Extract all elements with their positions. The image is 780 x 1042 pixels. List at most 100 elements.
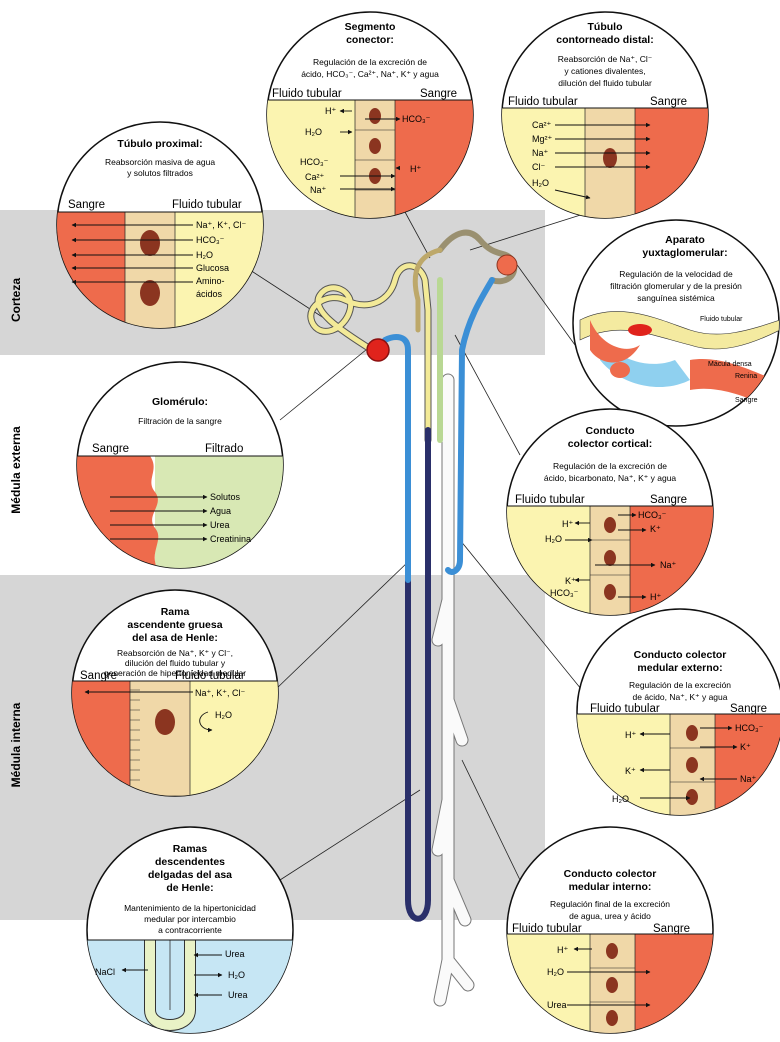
imc-desc-2: de agua, urea y ácido	[569, 911, 651, 921]
juxta-label-renin: Renina	[735, 373, 757, 380]
omc-title-1: Conducto colector	[634, 649, 727, 661]
glomerulus-label-solutes: Solutos	[210, 492, 241, 502]
juxta-label-blood: Sangre	[735, 397, 758, 404]
connector-label-h-blood: H⁺	[410, 164, 421, 174]
zone-label-inner-medulla: Médula interna	[9, 702, 23, 787]
panel-distal-convoluted: Túbulo contorneado distal: Reabsorción d…	[500, 12, 725, 223]
distal-right-header: Sangre	[650, 96, 687, 108]
omc-desc-1: Regulación de la excreción	[629, 680, 731, 690]
panel-glomerulus: Glomérulo: Filtración de la sangre Sangr…	[75, 362, 285, 571]
tal-desc-2: dilución del fluido tubular y	[125, 658, 226, 668]
tal-title-2: ascendente gruesa	[127, 619, 222, 631]
ccc-label-na-blood: Na⁺	[660, 560, 677, 570]
connector-desc-1: Regulación de la excreción de	[313, 57, 427, 67]
imc-title-1: Conducto colector	[564, 868, 657, 880]
panel-juxtaglomerular: Aparato yuxtaglomerular: Regulación de l…	[573, 220, 780, 426]
ccc-label-h: H⁺	[562, 519, 573, 529]
omc-title-2: medular externo:	[637, 662, 722, 674]
ccc-left-header: Fluido tubular	[515, 494, 585, 506]
connector-label-hco3-blood: HCO₃⁻	[402, 114, 431, 124]
distal-label-h2o: H₂O	[532, 178, 549, 188]
imc-title-2: medular interno:	[569, 881, 652, 893]
juxta-desc-1: Regulación de la velocidad de	[619, 269, 733, 279]
glomerulus-label-water: Agua	[210, 506, 231, 516]
juxta-desc-3: sanguínea sistémica	[637, 293, 715, 303]
distal-label-cl: Cl⁻	[532, 162, 545, 172]
ccc-desc-2: ácido, bicarbonato, Na⁺, K⁺ y agua	[544, 473, 677, 483]
proximal-label-acids: ácidos	[196, 289, 223, 299]
panel-connector-segment: Segmento conector: Regulación de la excr…	[265, 12, 485, 220]
tal-label-nakcl: Na⁺, K⁺, Cl⁻	[195, 688, 246, 698]
proximal-title: Túbulo proximal:	[117, 138, 202, 150]
connector-label-h2o: H₂O	[305, 127, 322, 137]
ccc-title-1: Conducto	[586, 425, 635, 437]
ccc-right-header: Sangre	[650, 494, 687, 506]
ccc-label-h-blood: H⁺	[650, 592, 661, 602]
thin-label-urea-top: Urea	[225, 949, 245, 959]
omc-desc-2: de ácido, Na⁺, K⁺ y agua	[633, 692, 728, 702]
glomerulus-title: Glomérulo:	[152, 396, 208, 408]
omc-left-header: Fluido tubular	[590, 703, 660, 715]
panel-thick-ascending-limb: Rama ascendente gruesa del asa de Henle:…	[70, 590, 280, 796]
proximal-label-glucose: Glucosa	[196, 263, 229, 273]
thin-desc-3: a contracorriente	[158, 925, 222, 935]
thin-title-4: de Henle:	[166, 882, 213, 894]
proximal-left-header: Sangre	[68, 199, 105, 211]
connector-label-hco3: HCO₃⁻	[300, 157, 329, 167]
ccc-desc-1: Regulación de la excreción de	[553, 461, 667, 471]
glomerulus-label-creatinine: Creatinina	[210, 534, 251, 544]
glomerulus-label-urea: Urea	[210, 520, 230, 530]
distal-label-ca: Ca²⁺	[532, 120, 552, 130]
distal-title-2: contorneado distal:	[556, 34, 653, 46]
thin-label-h2o: H₂O	[228, 970, 245, 980]
imc-right-header: Sangre	[653, 923, 690, 935]
imc-desc-1: Regulación final de la excreción	[550, 899, 670, 909]
proximal-label-hco3: HCO₃⁻	[196, 235, 225, 245]
thin-desc-2: medular por intercambio	[144, 914, 236, 924]
imc-label-h: H⁺	[557, 945, 568, 955]
panel-outer-medullary-collecting-duct: Conducto colector medular externo: Regul…	[575, 609, 780, 819]
connector-left-header: Fluido tubular	[272, 88, 342, 100]
distal-desc-3: dilución del fluido tubular	[558, 78, 652, 88]
thin-title-3: delgadas del asa	[148, 869, 232, 881]
distal-desc-1: Reabsorción de Na⁺, Cl⁻	[558, 54, 653, 64]
glomerulus-desc: Filtración de la sangre	[138, 416, 222, 426]
imc-left-header: Fluido tubular	[512, 923, 582, 935]
proximal-label-nakcl: Na⁺, K⁺, Cl⁻	[196, 220, 247, 230]
ccc-label-hco3-blood: HCO₃⁻	[638, 510, 667, 520]
glomerulus-left-header: Sangre	[92, 443, 129, 455]
connector-label-h: H⁺	[325, 106, 336, 116]
tal-desc-1: Reabsorción de Na⁺, K⁺ y Cl⁻,	[117, 648, 233, 658]
thin-desc-1: Mantenimiento de la hipertonicidad	[124, 903, 256, 913]
proximal-desc-2: y solutos filtrados	[127, 168, 193, 178]
imc-label-h2o: H₂O	[547, 967, 564, 977]
glomerulus-right-header: Filtrado	[205, 443, 243, 455]
ccc-label-h2o: H₂O	[545, 534, 562, 544]
omc-label-h2o: H₂O	[612, 794, 629, 804]
juxta-label-tubular: Fluido tubular	[700, 316, 743, 323]
omc-label-na-blood: Na⁺	[740, 774, 757, 784]
juxta-desc-2: filtración glomerular y de la presión	[610, 281, 742, 291]
ccc-title-2: colector cortical:	[568, 438, 653, 450]
glomerulus-node	[367, 339, 389, 361]
omc-label-h: H⁺	[625, 730, 636, 740]
connector-label-na: Na⁺	[310, 185, 327, 195]
proximal-label-h2o: H₂O	[196, 250, 213, 260]
thin-label-urea-bottom: Urea	[228, 990, 248, 1000]
distal-desc-2: y cationes divalentes,	[564, 66, 645, 76]
distal-label-mg: Mg²⁺	[532, 134, 552, 144]
ccc-label-k: K⁺	[565, 576, 576, 586]
omc-label-k: K⁺	[625, 766, 636, 776]
distal-left-header: Fluido tubular	[508, 96, 578, 108]
tal-label-h2o: H₂O	[215, 710, 232, 720]
tal-title-1: Rama	[161, 606, 190, 618]
ccc-label-k-blood: K⁺	[650, 524, 661, 534]
tal-left-header: Sangre	[80, 670, 117, 682]
imc-label-urea: Urea	[547, 1000, 567, 1010]
proximal-label-amino: Amino-	[196, 276, 225, 286]
juxta-label-macula: Mácula densa	[708, 361, 752, 368]
thin-title-2: descendentes	[155, 856, 225, 868]
connector-right-header: Sangre	[420, 88, 457, 100]
juxtaglomerular-node	[497, 255, 517, 275]
